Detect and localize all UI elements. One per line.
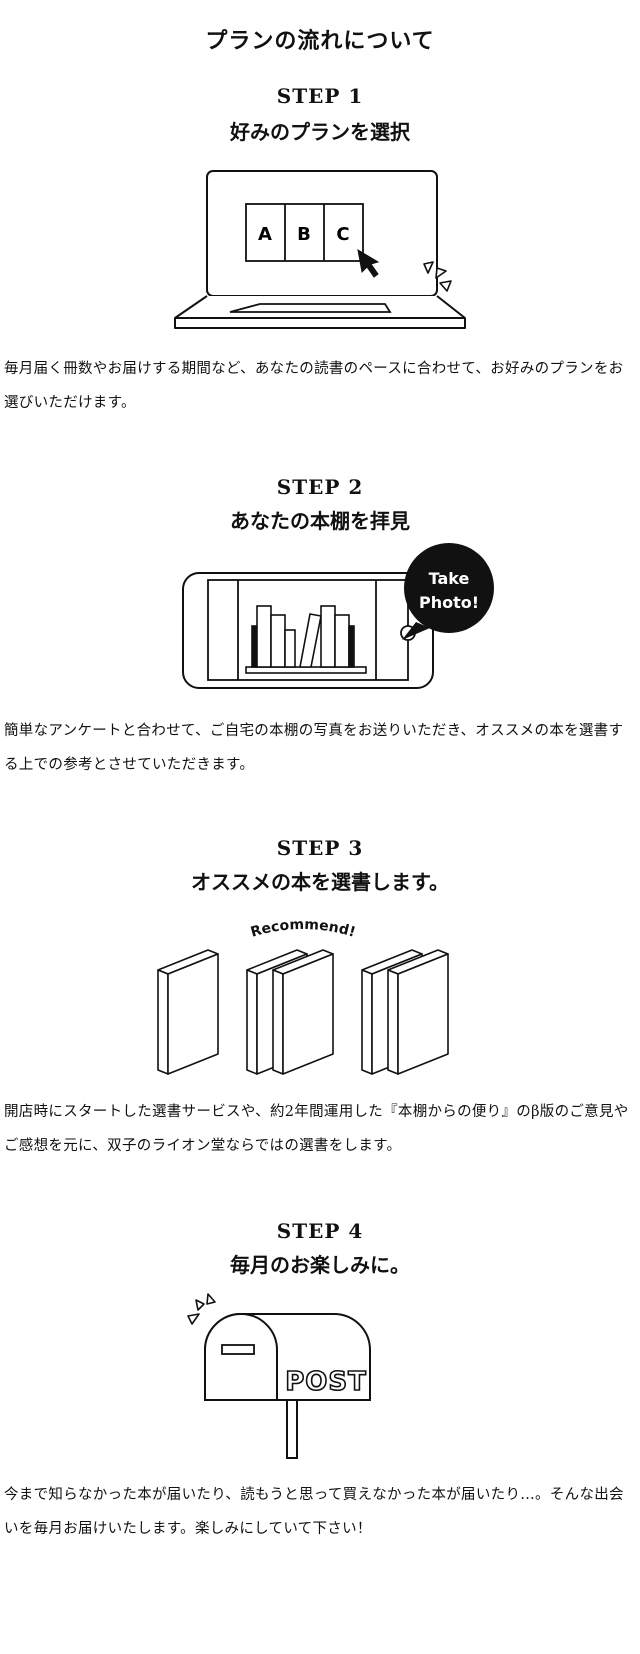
- step-3-description: 開店時にスタートした選書サービスや、約2年間運用した『本棚からの便り』のβ版のご…: [4, 1104, 629, 1154]
- step-2-label: STEP 2: [276, 475, 364, 499]
- books-illustration: Recommend!: [157, 917, 449, 1075]
- bookshelf-icon: [245, 605, 367, 674]
- laptop-illustration: A B C: [174, 170, 466, 329]
- recommend-banner: Recommend!: [249, 917, 357, 941]
- book-icon: [157, 949, 219, 1075]
- step-4-description: 今まで知らなかった本が届いたり、読もうと思って買えなかった本が届いたり…。そんな…: [4, 1487, 624, 1537]
- step-1-description: 毎月届く冊数やお届けする期間など、あなたの読書のペースに合わせて、お好みのプラン…: [4, 361, 624, 411]
- plan-box-b: B: [297, 224, 311, 245]
- page-title: プランの流れについて: [205, 27, 435, 54]
- step-4-heading: 毎月のお楽しみに。: [230, 1253, 410, 1277]
- phone-illustration: Take Photo!: [182, 543, 494, 689]
- take-photo-bubble: Take Photo!: [402, 543, 494, 640]
- plan-box-c: C: [336, 224, 349, 245]
- book-pair-icon: [361, 949, 449, 1075]
- step-3-label: STEP 3: [276, 836, 364, 860]
- step-4-label: STEP 4: [276, 1219, 364, 1243]
- step-3-heading: オススメの本を選書します。: [191, 870, 449, 894]
- step-2-description: 簡単なアンケートと合わせて、ご自宅の本棚の写真をお送りいただき、オススメの本を選…: [4, 723, 624, 773]
- step-2-heading: あなたの本棚を拝見: [230, 509, 410, 533]
- mailbox-post-label: POST: [285, 1367, 367, 1397]
- sparkle-icon: [423, 261, 452, 292]
- step-1-label: STEP 1: [276, 84, 364, 108]
- cursor-icon: [357, 249, 380, 278]
- svg-text:Photo!: Photo!: [419, 593, 479, 612]
- step-1-heading: 好みのプランを選択: [230, 120, 410, 144]
- plan-box-a: A: [258, 224, 272, 245]
- svg-text:Take: Take: [429, 569, 470, 588]
- mailbox-illustration: POST: [187, 1293, 371, 1459]
- sparkle-icon: [187, 1293, 216, 1325]
- book-pair-icon: [246, 949, 334, 1075]
